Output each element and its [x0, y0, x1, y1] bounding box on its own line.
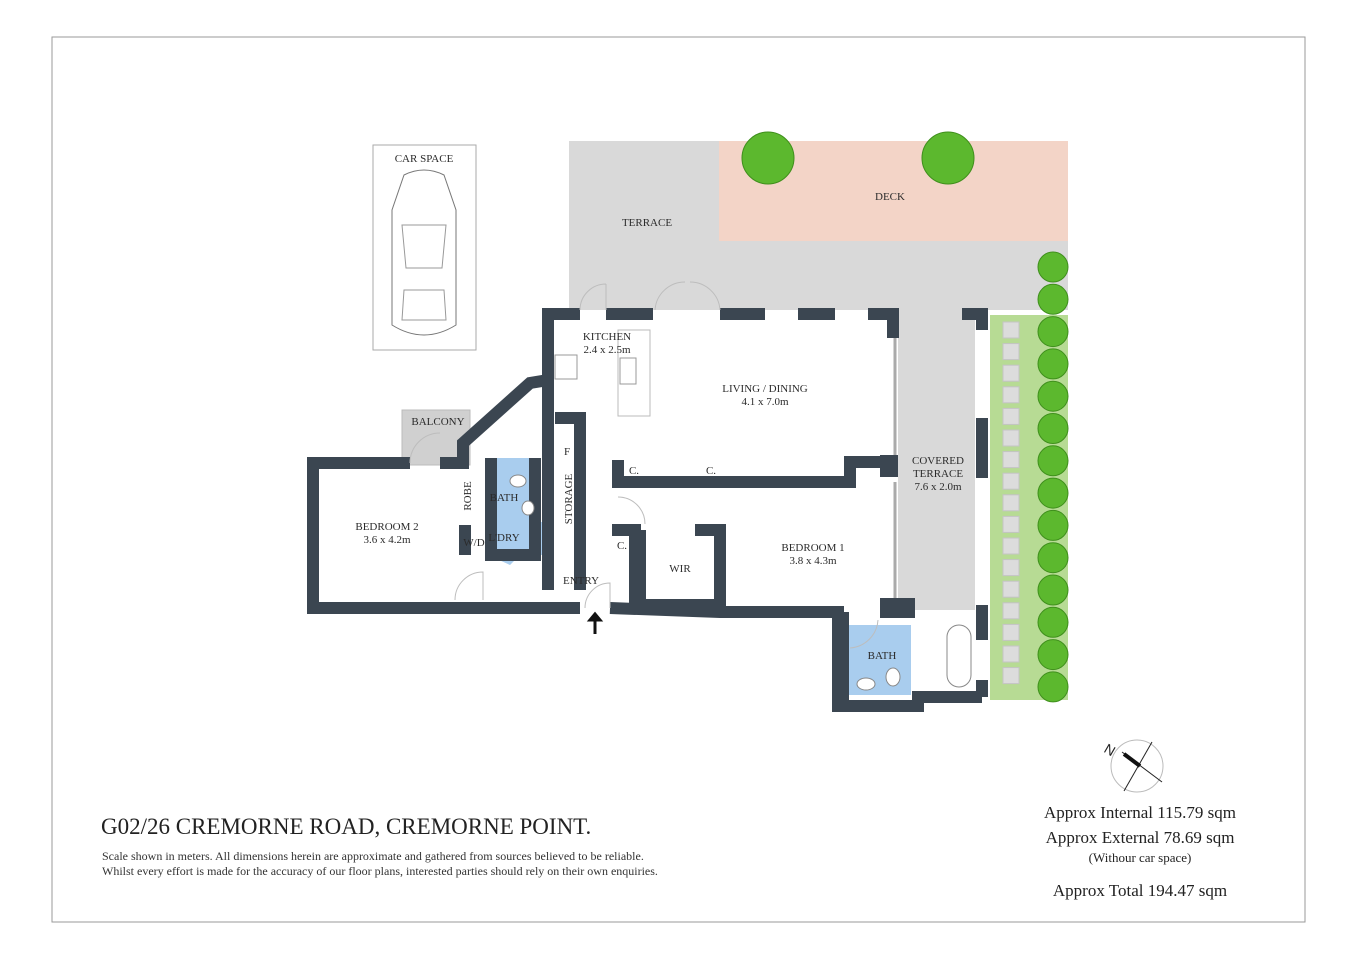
toilet-icon [885, 667, 901, 687]
doors [409, 281, 879, 649]
tree-icon [1037, 283, 1069, 315]
disclaimer-line: Scale shown in meters. All dimensions he… [102, 849, 644, 863]
trees [741, 131, 1069, 703]
tree-icon [1037, 316, 1069, 348]
cupboard-label: C. [706, 465, 716, 477]
laundry-label: L'DRY [488, 532, 519, 544]
tree-icon [1037, 671, 1069, 703]
car-icon [391, 169, 457, 336]
property-address: G02/26 CREMORNE ROAD, CREMORNE POINT. [101, 814, 592, 839]
covered-terrace-area [898, 310, 975, 610]
paver [1002, 537, 1020, 555]
paver [1002, 343, 1020, 361]
tree-icon [921, 131, 975, 185]
living-label: LIVING / DINING [722, 383, 808, 395]
tree-icon [1037, 445, 1069, 477]
bathtub-icon [946, 624, 972, 688]
kitchen-island [617, 329, 651, 417]
tree-icon [1037, 639, 1069, 671]
paver [1002, 494, 1020, 512]
walls [307, 308, 988, 712]
tree-icon [1037, 542, 1069, 574]
sink-icon [619, 357, 637, 385]
paver [1002, 386, 1020, 404]
toilet-icon [509, 474, 527, 488]
disclaimer-line: Whilst every effort is made for the accu… [102, 864, 658, 878]
bedroom2-label: BEDROOM 2 [355, 521, 418, 533]
covered-terrace-label: COVERED [912, 455, 964, 467]
paver [1002, 429, 1020, 447]
kitchen-dims: 2.4 x 2.5m [583, 344, 631, 356]
tree-icon [1037, 348, 1069, 380]
internal-area: Approx Internal 115.79 sqm [1043, 803, 1236, 822]
paver [1002, 667, 1020, 685]
terrace-label: TERRACE [622, 217, 672, 229]
fixtures [509, 329, 972, 691]
covered-terrace-label-2: TERRACE [913, 468, 963, 480]
cupboard-label: C. [617, 540, 627, 552]
bedroom1-label: BEDROOM 1 [781, 542, 844, 554]
washer-dryer-label: W/D [463, 537, 484, 549]
fridge-label: F [564, 446, 570, 458]
cupboard-label: C. [629, 465, 639, 477]
paver-path [1002, 321, 1020, 685]
deck-label: DECK [875, 191, 905, 203]
tree-icon [1037, 413, 1069, 444]
paver [1002, 407, 1020, 425]
bath1-label: BATH [868, 650, 897, 662]
paver [1002, 364, 1020, 382]
bedroom2-dims: 3.6 x 4.2m [363, 534, 411, 546]
tree-icon [1037, 509, 1069, 541]
terrace-area [569, 141, 1068, 310]
kitchen-label: KITCHEN [583, 331, 631, 343]
external-area: Approx External 78.69 sqm [1045, 828, 1235, 847]
car-space-label: CAR SPACE [395, 153, 454, 165]
basin-icon [521, 500, 535, 516]
area-summary: Approx Internal 115.79 sqm Approx Extern… [1010, 800, 1270, 903]
tree-icon [1037, 606, 1069, 638]
bedroom1-dims: 3.8 x 4.3m [789, 555, 837, 567]
bath2-label: BATH [490, 492, 519, 504]
disclaimer: Scale shown in meters. All dimensions he… [102, 849, 658, 879]
frame-border [51, 36, 1306, 923]
total-area: Approx Total 194.47 sqm [1052, 881, 1228, 900]
compass-icon: N [1102, 739, 1164, 793]
covered-terrace-dims: 7.6 x 2.0m [914, 481, 962, 493]
tree-icon [741, 131, 795, 185]
living-dims: 4.1 x 7.0m [741, 396, 789, 408]
car-space: CAR SPACE [372, 144, 477, 351]
paver [1002, 472, 1020, 490]
cooktop-icon [554, 354, 578, 380]
storage-label: STORAGE [563, 473, 575, 524]
north-label: N [1102, 740, 1119, 759]
paver [1002, 515, 1020, 533]
paver [1002, 321, 1020, 339]
entry-arrow-icon [586, 611, 604, 634]
balcony-label: BALCONY [411, 416, 464, 428]
paver [1002, 580, 1020, 598]
tree-icon [1037, 380, 1069, 412]
paver [1002, 451, 1020, 469]
paver [1002, 559, 1020, 577]
basin-icon [856, 677, 876, 691]
robe-label: ROBE [462, 481, 474, 511]
entry-label: ENTRY [563, 575, 599, 587]
tree-icon [1037, 477, 1069, 509]
tree-icon [1037, 574, 1069, 606]
paver [1002, 623, 1020, 641]
wir-label: WIR [669, 563, 691, 575]
external-area-note: (Withour car space) [1088, 850, 1192, 865]
paver [1002, 602, 1020, 620]
paver [1002, 645, 1020, 663]
tree-icon [1037, 251, 1069, 283]
